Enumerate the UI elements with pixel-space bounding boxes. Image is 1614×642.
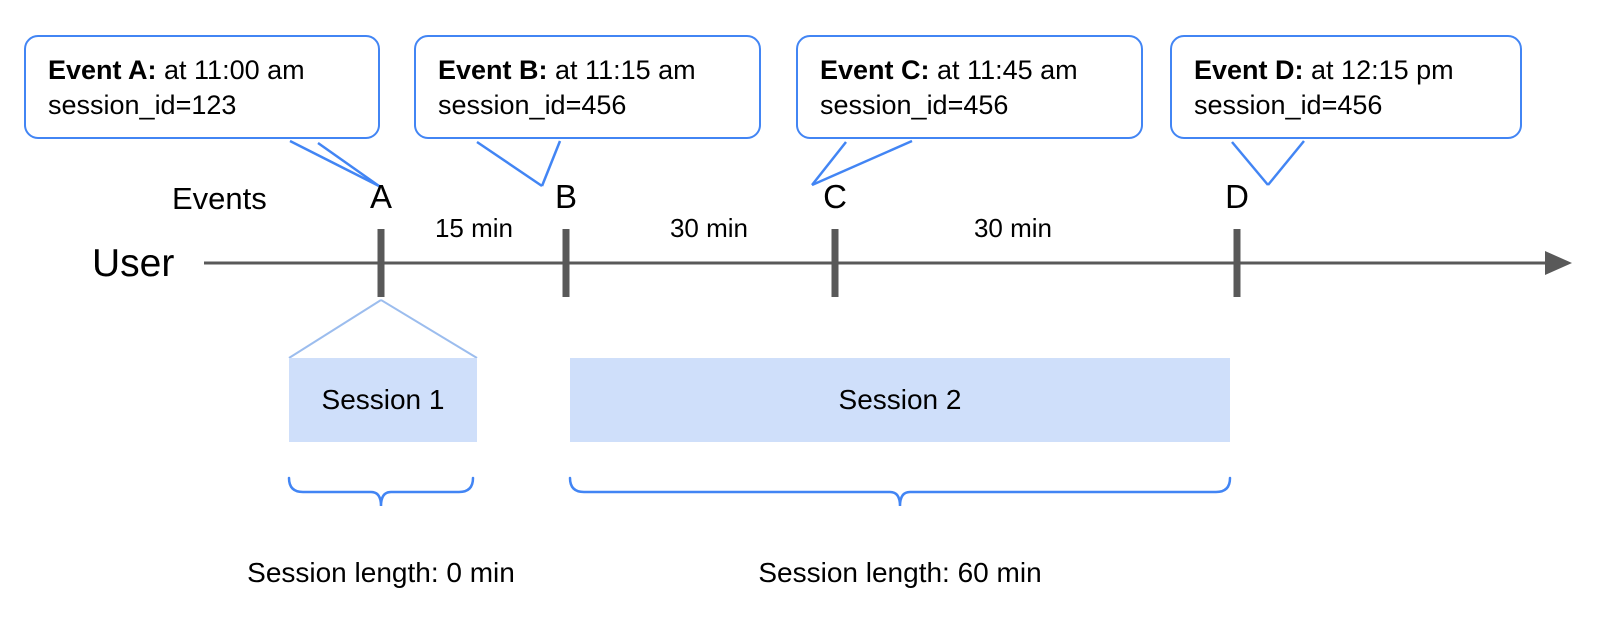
callout-b-session-id: session_id=456 bbox=[438, 90, 627, 121]
callout-c-name: Event C: bbox=[820, 55, 930, 85]
callout-event-c[interactable]: Event C: at 11:45 am session_id=456 bbox=[796, 35, 1143, 140]
callout-c-session-id: session_id=456 bbox=[820, 90, 1009, 121]
callout-a-session-id: session_id=123 bbox=[48, 90, 237, 121]
events-row-label: Events bbox=[172, 181, 267, 216]
session-2-length-caption: Session length: 60 min bbox=[758, 557, 1042, 588]
callout-tail-d-right bbox=[1267, 140, 1305, 186]
session-bar-2-label: Session 2 bbox=[838, 384, 962, 415]
event-letter-d: D bbox=[1225, 178, 1249, 215]
callout-event-d[interactable]: Event D: at 12:15 pm session_id=456 bbox=[1170, 35, 1522, 140]
callout-d-time: at 12:15 pm bbox=[1303, 55, 1454, 85]
callout-tail-a-left bbox=[289, 139, 380, 188]
event-letter-b: B bbox=[554, 178, 578, 215]
event-letter-a: A bbox=[369, 178, 393, 215]
session-1-length-caption: Session length: 0 min bbox=[247, 557, 515, 588]
gap-label-a-to-b: 15 min bbox=[434, 213, 514, 243]
gap-label-b-to-c: 30 min bbox=[669, 213, 749, 243]
callout-d-name: Event D: bbox=[1194, 55, 1304, 85]
event-letter-c: C bbox=[823, 178, 847, 215]
session1-connector-left bbox=[288, 299, 382, 359]
session2-brace bbox=[568, 476, 1232, 507]
session1-brace bbox=[287, 476, 475, 507]
callout-event-b[interactable]: Event B: at 11:15 am session_id=456 bbox=[414, 35, 761, 140]
callout-event-a[interactable]: Event A: at 11:00 am session_id=123 bbox=[24, 35, 380, 140]
gap-label-c-to-d: 30 min bbox=[973, 213, 1053, 243]
session-bar-1-label: Session 1 bbox=[321, 384, 445, 415]
callout-a-time: at 11:00 am bbox=[156, 55, 305, 85]
callout-a-name: Event A: bbox=[48, 55, 157, 85]
session1-connector-right bbox=[380, 299, 478, 359]
user-row-label: User bbox=[92, 242, 175, 285]
callout-tail-b-left bbox=[476, 140, 543, 188]
callout-b-time: at 11:15 am bbox=[547, 55, 696, 85]
session-bar-1[interactable]: Session 1 bbox=[289, 358, 477, 442]
callout-c-time: at 11:45 am bbox=[929, 55, 1078, 85]
callout-b-name: Event B: bbox=[438, 55, 548, 85]
callout-d-session-id: session_id=456 bbox=[1194, 90, 1383, 121]
session-bar-2[interactable]: Session 2 bbox=[570, 358, 1230, 442]
